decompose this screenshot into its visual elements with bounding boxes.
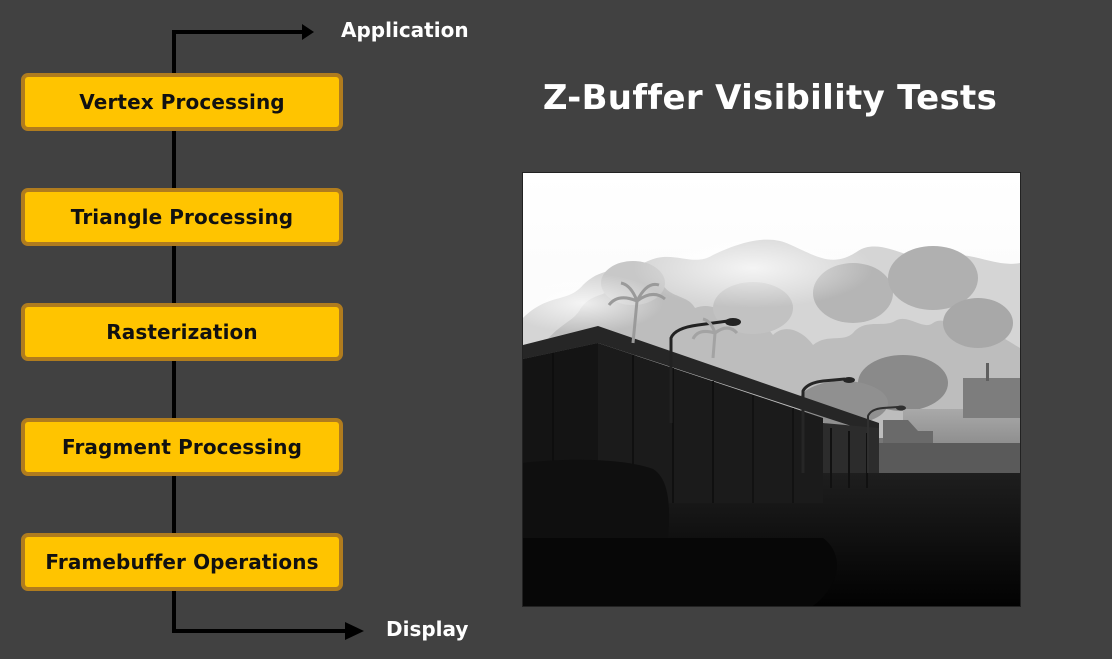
slide-title: Z-Buffer Visibility Tests xyxy=(542,78,998,118)
stage-framebuffer-operations: Framebuffer Operations xyxy=(21,533,343,591)
stage-triangle-processing: Triangle Processing xyxy=(21,188,343,246)
output-arrowhead-icon xyxy=(345,622,364,640)
stage-fragment-processing: Fragment Processing xyxy=(21,418,343,476)
stage-rasterization: Rasterization xyxy=(21,303,343,361)
depth-buffer-image xyxy=(522,172,1021,607)
display-label: Display xyxy=(386,617,469,641)
stage-vertex-processing: Vertex Processing xyxy=(21,73,343,131)
input-connector-line xyxy=(172,30,306,600)
application-label: Application xyxy=(341,18,469,42)
output-connector-line xyxy=(172,585,348,633)
input-arrowhead-icon xyxy=(302,24,314,40)
